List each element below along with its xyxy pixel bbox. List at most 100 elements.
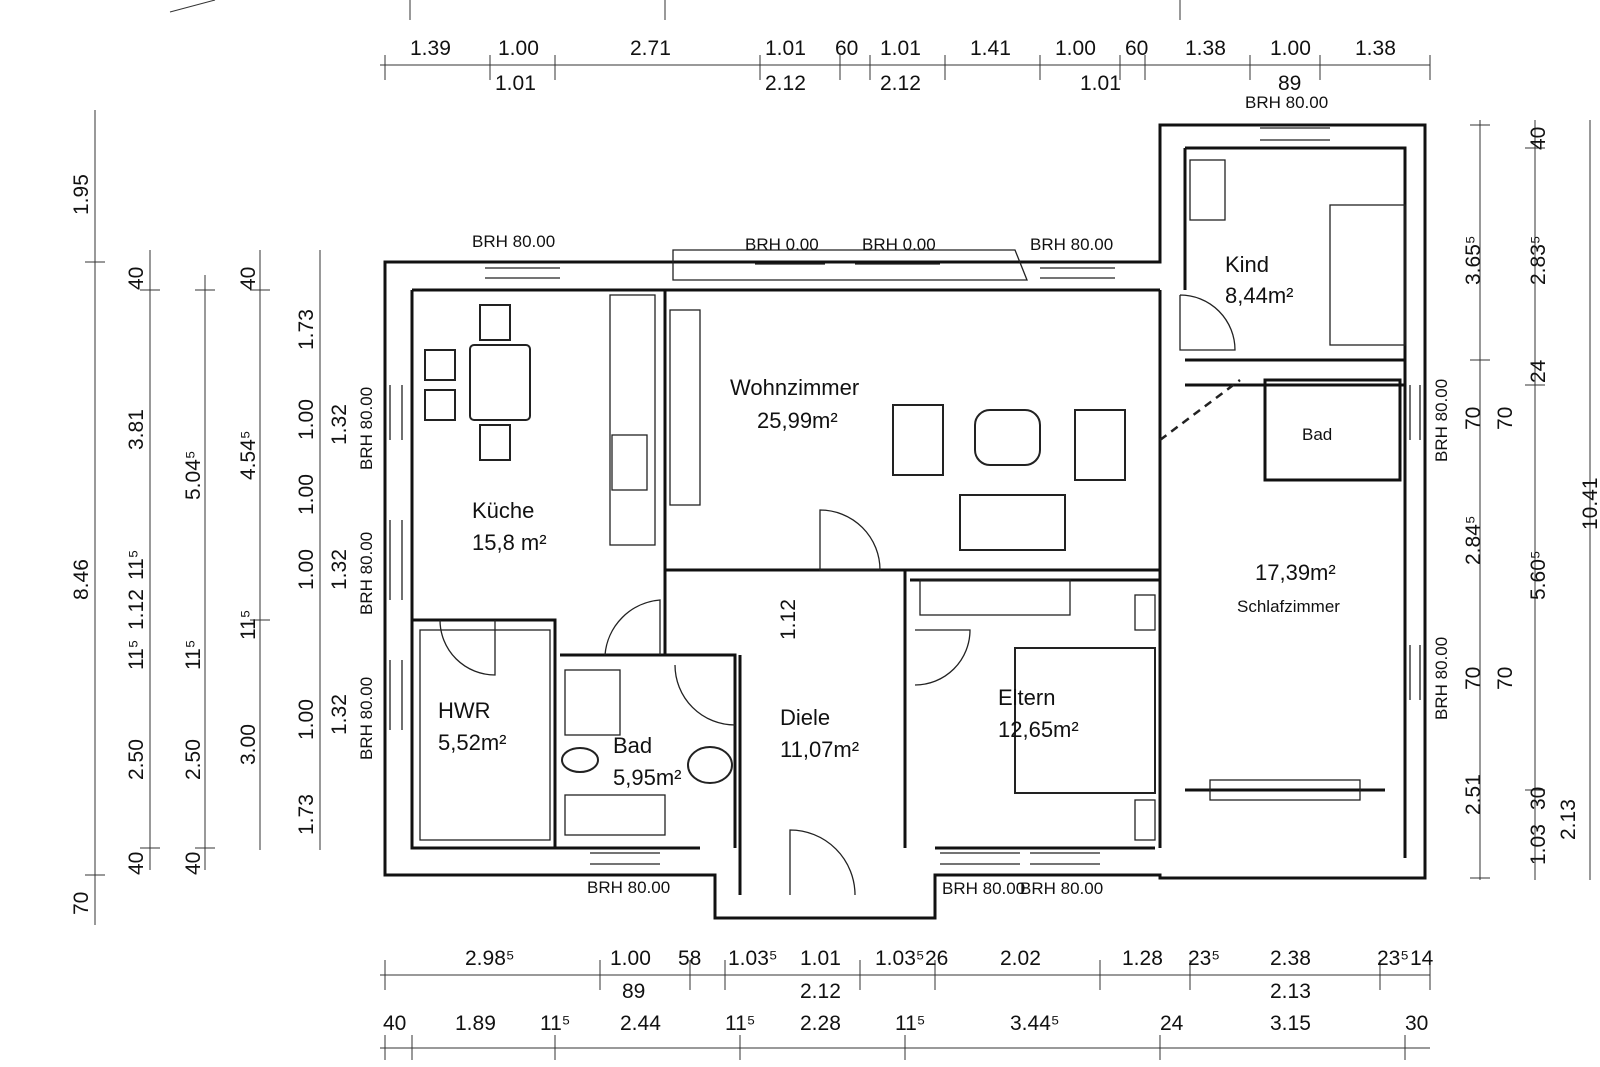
windows	[389, 127, 1421, 865]
right-dimension-labels: 40 3.65⁵ 2.83⁵ 24 70 70 2.84⁵ 5.60⁵ 10.4…	[1462, 127, 1600, 865]
room-area-diele: 11,07m²	[780, 737, 859, 762]
room-area-kueche: 15,8 m²	[472, 530, 547, 555]
left-dimension-labels: 1.95 8.46 70 40 3.81 11⁵ 1.12 11⁵ 2.50 4…	[70, 174, 800, 915]
room-name-bad-top: Bad	[1302, 425, 1332, 444]
dim-label: 2.50	[182, 739, 205, 780]
dim-label: 89	[622, 980, 645, 1003]
chair	[424, 389, 456, 421]
dim-label: 70	[1494, 407, 1517, 430]
brh-label: BRH 80.00	[357, 677, 376, 760]
dim-label: 1.41	[970, 37, 1011, 60]
dim-label: 1.95	[70, 174, 93, 215]
dining-table	[469, 344, 531, 421]
dim-label: 1.01	[1080, 72, 1121, 95]
dim-label: 2.02	[1000, 947, 1041, 970]
bottom-dimension-row-2: 89 2.12 2.13	[622, 980, 1311, 1003]
brh-label: BRH 80.00	[472, 232, 555, 251]
dim-label: 3.15	[1270, 1012, 1311, 1035]
dim-label: 60	[1125, 37, 1148, 60]
dim-label: 1.73	[295, 794, 318, 835]
dim-label: 70	[1494, 667, 1517, 690]
dim-label: 1.00	[498, 37, 539, 60]
bottom-dimension-row-1: 2.98⁵ 1.00 58 1.03⁵ 1.01 1.03⁵ 26 2.02 1…	[465, 947, 1434, 970]
dim-label: 40	[182, 852, 205, 875]
dim-label: 1.89	[455, 1012, 496, 1035]
dim-label: 26	[925, 947, 948, 970]
dim-label: 2.71	[630, 37, 671, 60]
room-name-wohnzimmer: Wohnzimmer	[730, 375, 859, 400]
furniture	[419, 159, 1406, 841]
exterior-walls	[383, 123, 1427, 920]
brh-label: BRH 80.00	[1030, 235, 1113, 254]
nightstand	[1134, 594, 1156, 631]
dim-label: 1.00	[295, 399, 318, 440]
dim-label: 24	[1160, 1012, 1184, 1035]
brh-label: BRH 80.00	[1432, 637, 1451, 720]
dim-label: 3.81	[125, 409, 148, 450]
room-area-kind: 8,44m²	[1225, 283, 1293, 308]
room-area-bad: 5,95m²	[613, 765, 681, 790]
brh-label: BRH 80.00	[357, 532, 376, 615]
dim-label: 40	[1527, 127, 1550, 150]
top-dimension-row-1: 1.39 1.00 2.71 1.01 60 1.01 1.41 1.00 60…	[410, 37, 1396, 60]
dim-label: 1.01	[495, 72, 536, 95]
kitchen-counter	[609, 294, 656, 546]
dim-label: 2.38	[1270, 947, 1311, 970]
dim-label: 2.83⁵	[1527, 235, 1550, 285]
dim-label: 40	[237, 267, 260, 290]
chair	[479, 304, 511, 341]
room-area-eltern: 12,65m²	[998, 717, 1079, 742]
brh-label: BRH 80.00	[942, 879, 1025, 898]
coffee-table	[974, 409, 1041, 466]
dim-label: 70	[1462, 667, 1485, 690]
chair	[479, 424, 511, 461]
dim-label: 1.38	[1355, 37, 1396, 60]
nightstand	[1134, 799, 1156, 841]
sofa	[959, 494, 1066, 551]
brh-label: BRH 80.00	[357, 387, 376, 470]
dim-label: 70	[70, 892, 93, 915]
dim-label: 1.03	[1527, 824, 1550, 865]
dim-label: 1.38	[1185, 37, 1226, 60]
dim-label: 1.39	[410, 37, 451, 60]
dim-label: 8.46	[70, 559, 93, 600]
dim-label: 1.12	[125, 589, 148, 630]
dim-label: 3.00	[237, 724, 260, 765]
brh-label: BRH 80.00	[1020, 879, 1103, 898]
dim-label: 2.98⁵	[465, 947, 515, 970]
dim-label: 11⁵	[895, 1012, 926, 1035]
room-area-wohnzimmer: 25,99m²	[757, 408, 838, 433]
room-name-diele: Diele	[780, 705, 830, 730]
shower	[564, 669, 621, 736]
bed-child	[1329, 204, 1406, 346]
room-name-kind: Kind	[1225, 252, 1269, 277]
room-name-bad: Bad	[613, 733, 652, 758]
dim-label: 1.00	[295, 549, 318, 590]
dim-label: 1.00	[610, 947, 651, 970]
dim-label: 24	[1527, 359, 1550, 383]
brh-labels: BRH 80.00 BRH 0.00 BRH 0.00 BRH 80.00 BR…	[357, 93, 1451, 898]
dim-label: 1.03⁵	[728, 947, 778, 970]
dim-label: 30	[1527, 787, 1550, 810]
dim-label: 23⁵	[1377, 947, 1409, 970]
top-cut-marks	[169, 0, 1181, 20]
top-dimension-row-2: 1.01 2.12 2.12 1.01 89	[495, 72, 1301, 95]
right-dimension-lines	[1470, 120, 1591, 880]
dim-label: 2.28	[800, 1012, 841, 1035]
bathtub	[564, 794, 666, 836]
dim-label: 10.41	[1579, 477, 1600, 530]
dim-label: 23⁵	[1188, 947, 1220, 970]
room-name-kueche: Küche	[472, 498, 534, 523]
dim-label: 11⁵	[125, 639, 148, 670]
dim-label: 60	[835, 37, 858, 60]
dim-label: 5.60⁵	[1527, 550, 1550, 600]
brh-label: BRH 0.00	[745, 235, 819, 254]
dim-label: 89	[1278, 72, 1301, 95]
wardrobe	[919, 579, 1071, 616]
hwr-cabinet	[419, 629, 551, 841]
dim-label: 1.32	[328, 549, 351, 590]
dim-label: 1.00	[295, 474, 318, 515]
top-dimension-lines	[380, 55, 1431, 80]
dim-label: 2.13	[1270, 980, 1311, 1003]
